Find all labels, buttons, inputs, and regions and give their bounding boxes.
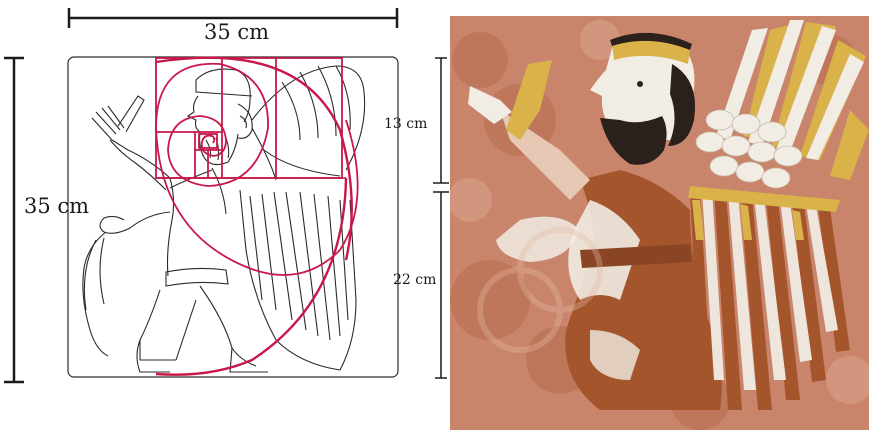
height-label: 35 cm: [24, 194, 89, 218]
width-label: 35 cm: [204, 20, 269, 44]
upper-segment-label: 13 cm: [384, 116, 427, 132]
line-drawing-panel: [60, 48, 446, 382]
painted-relief-photo: [450, 16, 869, 430]
lower-segment-label: 22 cm: [393, 272, 436, 288]
